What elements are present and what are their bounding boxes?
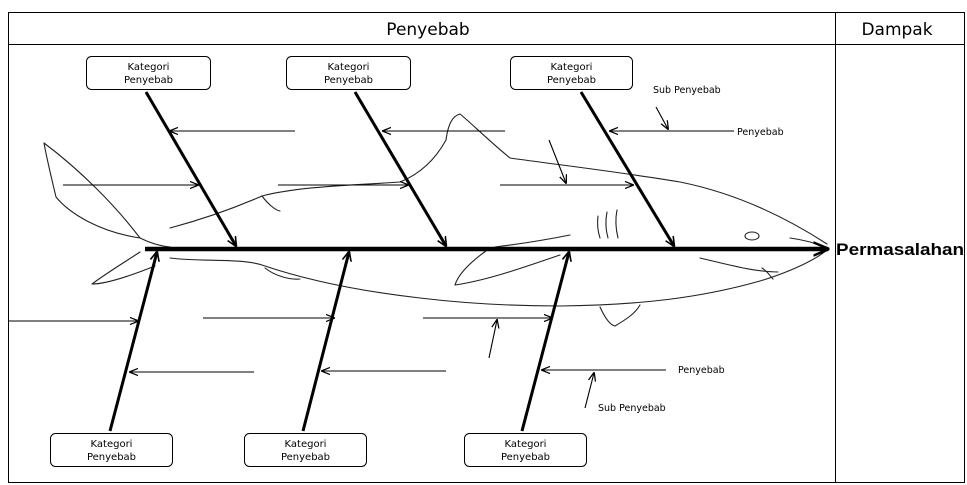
sub-cause-arrow: [549, 140, 566, 183]
shark-outline: [44, 114, 827, 326]
category-label-line2: Penyebab: [547, 75, 596, 86]
category-label-line1: Kategori: [328, 62, 370, 73]
top-bone-1: [146, 92, 236, 246]
category-box-bottom-3: Kategori Penyebab: [465, 434, 587, 467]
cause-label-top: Penyebab: [737, 127, 784, 138]
category-box-bottom-1: Kategori Penyebab: [51, 434, 173, 467]
category-label-line2: Penyebab: [281, 452, 330, 463]
category-label-line1: Kategori: [128, 62, 170, 73]
sub-cause-label-top: Sub Penyebab: [653, 85, 721, 96]
category-box-top-3: Kategori Penyebab: [511, 57, 633, 90]
cause-header: Penyebab: [386, 20, 469, 40]
category-box-bottom-2: Kategori Penyebab: [245, 434, 367, 467]
effect-label: Permasalahan: [836, 240, 964, 259]
sub-cause-arrow: [585, 373, 594, 408]
effect-header: Dampak: [861, 20, 932, 40]
category-label-line2: Penyebab: [501, 452, 550, 463]
cause-arrows: [8, 107, 734, 408]
category-label-line1: Kategori: [285, 439, 327, 450]
category-box-top-2: Kategori Penyebab: [287, 57, 411, 90]
category-label-line2: Penyebab: [87, 452, 136, 463]
bottom-bones: [110, 252, 569, 431]
category-label-line1: Kategori: [551, 62, 593, 73]
category-box-top-1: Kategori Penyebab: [87, 57, 211, 90]
sub-cause-arrow: [656, 107, 668, 129]
category-label-line1: Kategori: [91, 439, 133, 450]
category-label-line2: Penyebab: [124, 75, 173, 86]
top-bone-2: [355, 92, 446, 246]
category-label-line2: Penyebab: [324, 75, 373, 86]
sub-cause-arrow: [489, 320, 497, 358]
bottom-bone-3: [522, 252, 569, 431]
cause-label-bottom: Penyebab: [678, 365, 725, 376]
category-label-line1: Kategori: [505, 439, 547, 450]
sub-cause-label-bottom: Sub Penyebab: [598, 403, 666, 414]
